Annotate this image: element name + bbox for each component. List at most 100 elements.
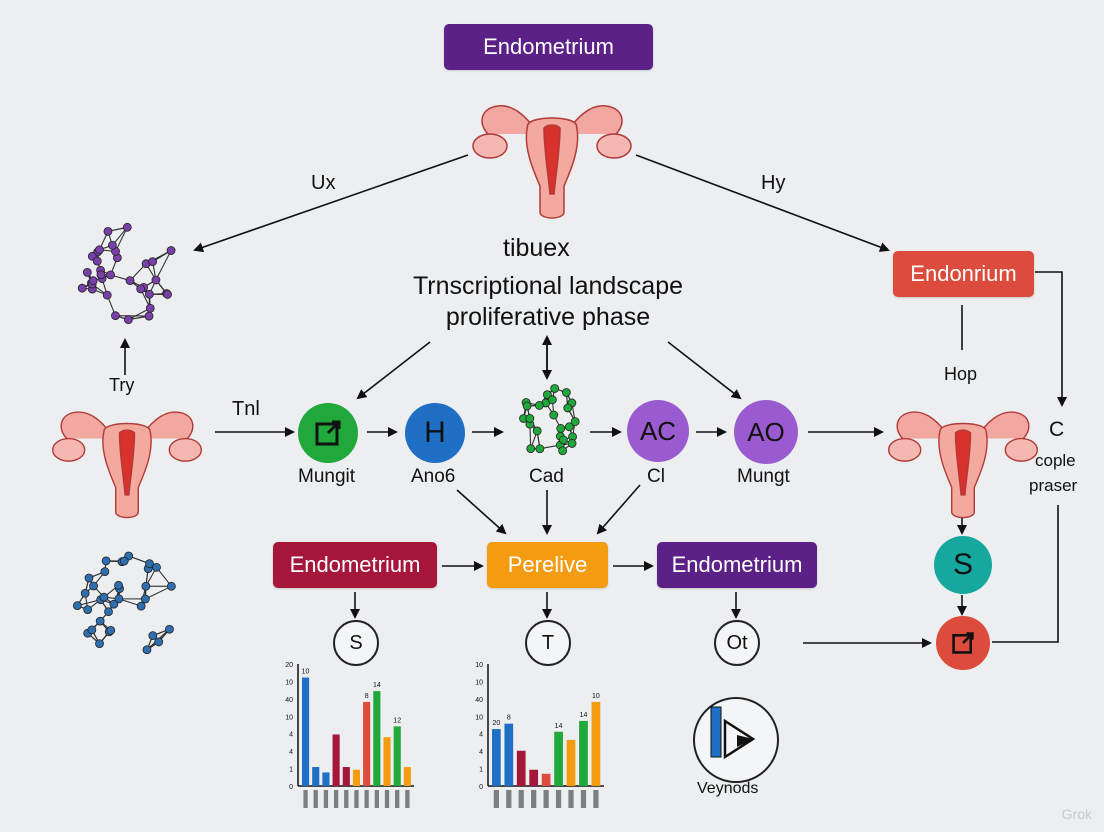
network-node	[563, 403, 573, 413]
bottom-box-endometrium-2: Endometrium	[657, 542, 817, 588]
x-tick-label	[555, 790, 562, 808]
bar	[579, 720, 588, 786]
x-tick-label	[568, 790, 574, 808]
edge-praser-to-red-circle	[992, 505, 1059, 643]
network-node	[535, 444, 545, 454]
network-node	[550, 384, 560, 393]
network-node	[166, 246, 176, 255]
y-tick-label: 4	[289, 732, 293, 739]
bar	[302, 677, 310, 786]
veynods-icon-circle	[693, 697, 779, 783]
x-tick-label	[344, 790, 349, 808]
bar	[492, 729, 501, 786]
network-node	[87, 625, 97, 635]
edge-label-c: C	[1049, 418, 1065, 441]
network-node	[561, 388, 571, 397]
network-node	[102, 290, 112, 300]
veynods-label: Veynods	[697, 780, 759, 797]
network-node	[82, 267, 92, 277]
network-node	[564, 422, 574, 432]
network-node	[142, 645, 152, 655]
x-tick-label	[531, 790, 537, 808]
network-node	[136, 601, 146, 611]
bar	[403, 767, 411, 786]
network-node	[119, 556, 129, 566]
bar	[393, 726, 401, 786]
bar	[352, 769, 361, 786]
bar	[554, 731, 563, 786]
network-node	[80, 588, 90, 598]
small-circle-ot: Ot	[714, 620, 760, 666]
share-square-icon	[952, 632, 974, 654]
y-tick-label: 4	[479, 732, 483, 739]
network-node	[165, 624, 174, 634]
bar	[529, 769, 539, 786]
x-tick-label	[364, 790, 369, 808]
x-tick-label	[518, 790, 524, 808]
green-node-circle	[298, 403, 358, 463]
y-tick-label: 0	[479, 784, 483, 791]
network-node	[144, 311, 154, 321]
network-node	[99, 592, 109, 602]
node-circle-ao: AO	[734, 400, 798, 464]
x-tick-label	[354, 790, 359, 808]
node-label-cad: Cad	[529, 466, 564, 487]
network-node	[101, 556, 111, 566]
edge-ac-to-perelive	[596, 484, 641, 535]
bar	[566, 739, 576, 786]
bar	[591, 701, 601, 786]
y-tick-label: 0	[289, 784, 293, 791]
y-tick-label: 40	[285, 697, 293, 704]
network-node	[567, 439, 577, 448]
data-label: 10	[302, 669, 310, 676]
network-node	[151, 275, 161, 285]
network-link	[115, 227, 128, 252]
network-icon-center	[519, 384, 580, 456]
network-node	[114, 594, 124, 604]
x-tick-label	[323, 790, 329, 808]
network-node	[111, 311, 120, 321]
network-node	[549, 410, 559, 420]
y-tick-label: 1	[479, 767, 483, 774]
data-label: 10	[592, 693, 600, 700]
network-node	[525, 414, 535, 423]
network-node	[166, 581, 176, 591]
network-node	[108, 240, 117, 250]
network-icon-top-left	[77, 222, 176, 325]
network-icon-bottom-left	[72, 551, 176, 655]
edge-label-ux: Ux	[311, 172, 336, 194]
network-node	[154, 637, 164, 647]
top-endometrium-box: Endometrium	[444, 24, 653, 70]
x-tick-label	[374, 790, 379, 808]
network-node	[89, 581, 98, 591]
network-node	[106, 625, 116, 635]
right-circle-s: S	[934, 536, 992, 594]
edge-label-try: Try	[109, 375, 135, 395]
x-tick-label	[395, 790, 400, 808]
network-node	[144, 289, 154, 299]
network-node	[556, 424, 566, 433]
network-node	[92, 256, 102, 266]
edge-label-cople: cople	[1035, 451, 1076, 470]
network-link	[155, 250, 172, 281]
diagram-title: Trnscriptional landscape proliferative p…	[348, 271, 748, 333]
network-node	[95, 639, 104, 649]
title-line-0: tibuex	[503, 234, 570, 262]
network-node	[148, 257, 157, 267]
small-circle-t: T	[525, 620, 571, 666]
x-tick-label	[580, 790, 587, 808]
network-node	[114, 580, 123, 590]
node-label-cl: Cl	[647, 466, 665, 487]
network-node	[570, 417, 580, 427]
network-node	[526, 444, 536, 454]
network-node	[145, 303, 155, 313]
data-label: 14	[580, 712, 588, 719]
data-label: 14	[373, 682, 381, 689]
network-node	[103, 226, 113, 236]
y-tick-label: 10	[475, 662, 483, 669]
edge-right-box-to-c	[1035, 271, 1067, 407]
